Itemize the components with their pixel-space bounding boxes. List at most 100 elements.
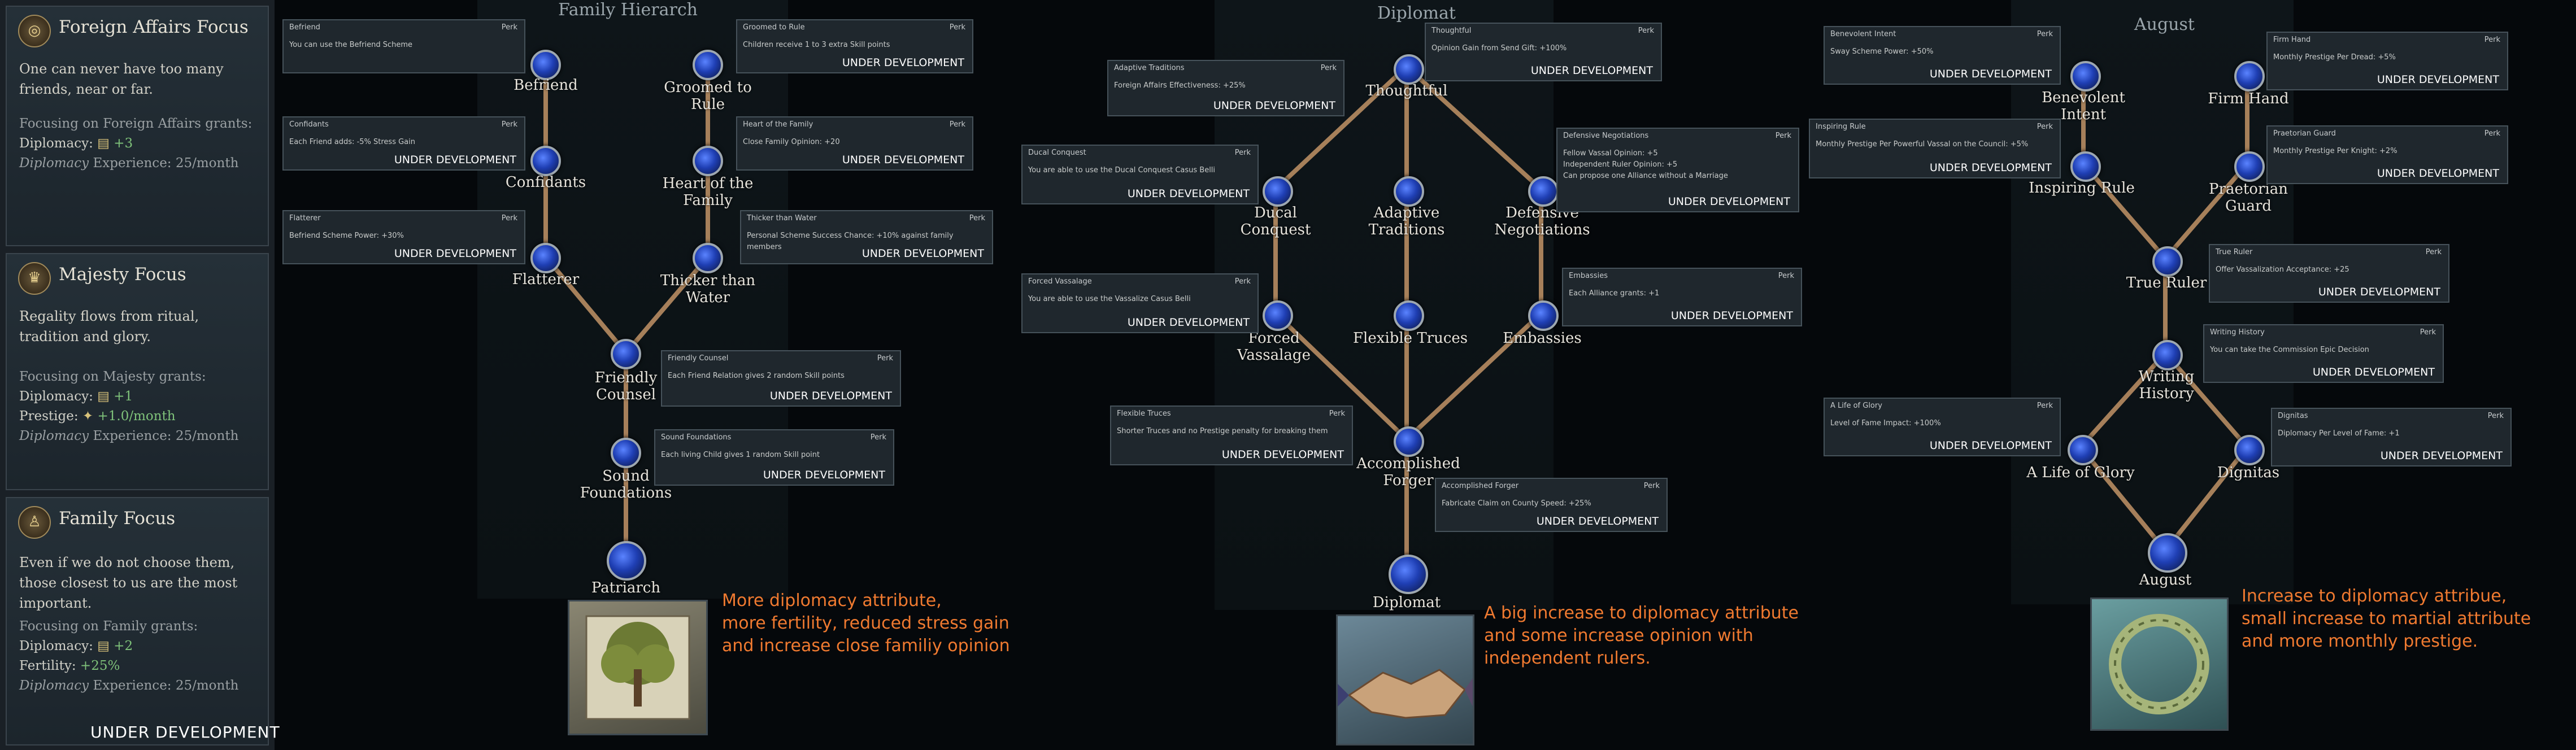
trait-node-august[interactable]	[2148, 533, 2187, 573]
perk-label: Defensive Negotiations	[1494, 204, 1590, 238]
perk-node-flexible-truces[interactable]	[1394, 300, 1424, 331]
tooltip-desc: Sway Scheme Power: +50%	[1830, 47, 1934, 56]
perk-label: Groomed to Rule	[664, 79, 752, 113]
perk-tooltip-inspiring-rule: Inspiring Rule Perk Monthly Prestige Per…	[1809, 119, 2061, 178]
perk-node-writing-history[interactable]	[2152, 340, 2183, 370]
caption-line: independent rulers.	[1484, 648, 1651, 668]
tooltip-desc: Offer Vassalization Acceptance: +25	[2216, 265, 2349, 274]
focus-grants: Focusing on Majesty grants: Diplomacy: ▤…	[19, 367, 238, 446]
focus-title: Family Focus	[59, 508, 176, 529]
tooltip-under-development: UNDER DEVELOPMENT	[2377, 73, 2499, 86]
caption-line: more fertility, reduced stress gain	[722, 613, 1009, 633]
perk-node-inspiring-rule[interactable]	[2070, 151, 2101, 182]
tooltip-perk: Perk	[501, 23, 517, 32]
focus-title: Majesty Focus	[59, 264, 186, 285]
experience-value: Experience: 25/month	[93, 429, 239, 443]
perk-label: Writing History	[2138, 368, 2195, 402]
august-caption: Increase to diplomacy attribue, small in…	[2242, 585, 2558, 653]
tooltip-under-development: UNDER DEVELOPMENT	[842, 154, 964, 166]
perk-node-firm-hand[interactable]	[2234, 61, 2265, 91]
perk-tooltip-friendly-counsel: Friendly Counsel Perk Each Friend Relati…	[661, 350, 901, 407]
perk-node-defensive-negotiations[interactable]	[1528, 176, 1559, 207]
perk-node-adaptive-traditions[interactable]	[1394, 176, 1424, 207]
tooltip-name: Flexible Truces	[1117, 409, 1171, 418]
tooltip-under-development: UNDER DEVELOPMENT	[2380, 450, 2503, 462]
caption-line: More diplomacy attribute,	[722, 591, 942, 611]
perk-node-true-ruler[interactable]	[2152, 246, 2183, 277]
perk-node-groomed-to-rule[interactable]	[693, 50, 723, 80]
tooltip-perk: Perk	[870, 433, 886, 442]
grant-label: Diplomacy:	[19, 136, 93, 151]
tooltip-under-development: UNDER DEVELOPMENT	[2312, 366, 2435, 378]
focus-description: Even if we do not choose them, those clo…	[19, 555, 238, 611]
tooltip-name: Embassies	[1569, 272, 1608, 280]
perk-label: Accomplished Forger	[1356, 455, 1460, 489]
trait-node-diplomat[interactable]	[1389, 555, 1428, 594]
tooltip-under-development: UNDER DEVELOPMENT	[1929, 439, 2052, 452]
experience-label: Diplomacy	[19, 429, 89, 443]
tooltip-under-development: UNDER DEVELOPMENT	[1221, 448, 1344, 461]
perk-node-accomplished-forger[interactable]	[1394, 426, 1424, 457]
tooltip-name: Firm Hand	[2273, 36, 2311, 44]
tooltip-perk: Perk	[2037, 30, 2053, 38]
perk-node-dignitas[interactable]	[2234, 435, 2265, 465]
perk-node-benevolent-intent[interactable]	[2070, 61, 2101, 91]
perk-node-confidants[interactable]	[530, 146, 561, 176]
family-caption: More diplomacy attribute, more fertility…	[722, 590, 1016, 657]
tooltip-desc: Monthly Prestige Per Knight: +2%	[2273, 147, 2397, 155]
perk-tooltip-defensive-negotiations: Defensive Negotiations Perk Fellow Vassa…	[1556, 128, 1799, 212]
focus-card-family[interactable]: ♙ Family Focus Even if we do not choose …	[6, 497, 269, 745]
focus-title: Foreign Affairs Focus	[59, 17, 249, 37]
perk-node-friendly-counsel[interactable]	[611, 339, 641, 369]
perk-node-embassies[interactable]	[1528, 300, 1559, 331]
trait-node-patriarch[interactable]	[607, 541, 646, 581]
tooltip-name: Defensive Negotiations	[1563, 132, 1649, 140]
tooltip-under-development: UNDER DEVELOPMENT	[394, 247, 516, 260]
perk-tooltip-true-ruler: True Ruler Perk Offer Vassalization Acce…	[2209, 244, 2449, 303]
perk-tooltip-ducal-conquest: Ducal Conquest Perk You are able to use …	[1021, 145, 1259, 204]
perk-node-heart-of-the-family[interactable]	[693, 146, 723, 176]
tooltip-desc: Diplomacy Per Level of Fame: +1	[2278, 429, 2400, 438]
tooltip-perk: Perk	[2037, 123, 2053, 131]
perk-node-sound-foundations[interactable]	[611, 438, 641, 468]
perk-node-befriend[interactable]	[530, 50, 561, 80]
tooltip-name: Friendly Counsel	[668, 354, 729, 363]
tooltip-perk: Perk	[2420, 328, 2436, 337]
perk-tooltip-embassies: Embassies Perk Each Alliance grants: +1 …	[1562, 268, 1802, 326]
tooltip-desc: Monthly Prestige Per Powerful Vassal on …	[1816, 140, 2029, 149]
grant-value: +1.0/month	[97, 409, 176, 424]
perk-node-forced-vassalage[interactable]	[1263, 300, 1293, 331]
perk-tooltip-dignitas: Dignitas Perk Diplomacy Per Level of Fam…	[2271, 408, 2512, 466]
scroll-icon: ▤	[97, 389, 110, 404]
tooltip-name: Forced Vassalage	[1028, 277, 1092, 286]
tooltip-desc: Monthly Prestige Per Dread: +5%	[2273, 53, 2396, 62]
focus-card-foreign-affairs[interactable]: ◎ Foreign Affairs Focus One can never ha…	[6, 6, 269, 246]
perk-node-thoughtful[interactable]	[1394, 54, 1424, 85]
tooltip-desc: Each Friend adds: -5% Stress Gain	[289, 138, 415, 146]
perk-label: Confidants	[505, 174, 586, 191]
perk-node-flatterer[interactable]	[530, 243, 561, 273]
tooltip-perk: Perk	[2484, 36, 2500, 44]
caption-line: small increase to martial attribute	[2242, 609, 2531, 629]
tree-icon	[585, 615, 690, 720]
tooltip-name: Inspiring Rule	[1816, 123, 1866, 131]
grants-heading: Focusing on Majesty grants:	[19, 369, 206, 384]
tooltip-desc: Each living Child gives 1 random Skill p…	[661, 451, 820, 459]
experience-label: Diplomacy	[19, 678, 89, 693]
perk-node-a-life-of-glory[interactable]	[2068, 435, 2098, 465]
perk-tooltip-flexible-truces: Flexible Truces Perk Shorter Truces and …	[1110, 405, 1353, 465]
tooltip-name: Dignitas	[2278, 412, 2308, 420]
tooltip-desc: Personal Scheme Success Chance: +10% aga…	[747, 232, 954, 251]
tooltip-under-development: UNDER DEVELOPMENT	[2318, 286, 2440, 298]
under-development-label: UNDER DEVELOPMENT	[90, 723, 280, 742]
perk-node-thicker-than-water[interactable]	[693, 243, 723, 273]
perk-label: Friendly Counsel	[594, 369, 658, 403]
focus-card-majesty[interactable]: ♛ Majesty Focus Regality flows from ritu…	[6, 253, 269, 490]
perk-node-ducal-conquest[interactable]	[1263, 176, 1293, 207]
tooltip-desc: Befriend Scheme Power: +30%	[289, 232, 404, 240]
perk-label: Thicker than Water	[660, 272, 756, 306]
grant-label: Diplomacy:	[19, 639, 93, 653]
perk-node-praetorian-guard[interactable]	[2234, 151, 2265, 182]
experience-value: Experience: 25/month	[93, 156, 239, 171]
august-trait-icon	[2090, 598, 2229, 731]
